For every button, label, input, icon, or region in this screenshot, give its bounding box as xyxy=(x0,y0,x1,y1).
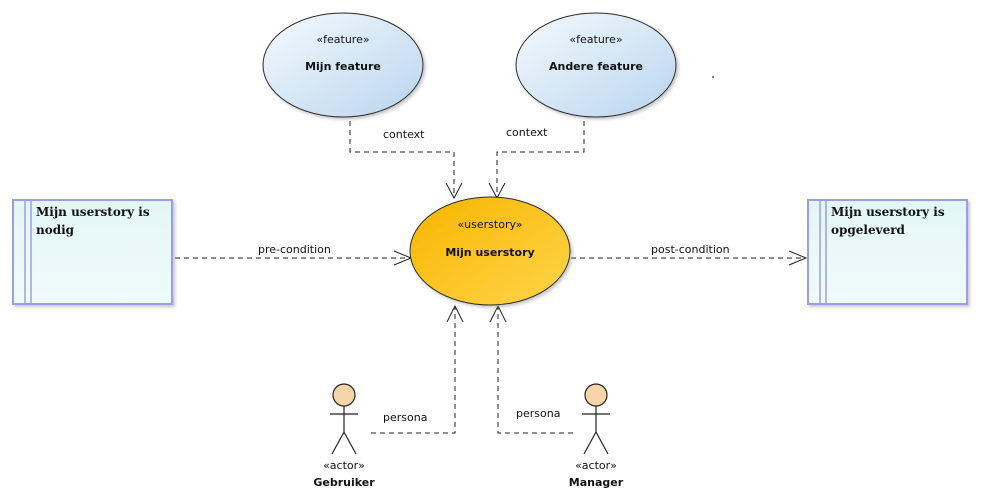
context-relation-left[interactable]: context xyxy=(349,121,463,200)
state-line-1: Mijn userstory is xyxy=(831,205,945,219)
actor-manager[interactable]: «actor» Manager xyxy=(569,383,624,489)
actor-gebruiker[interactable]: «actor» Gebruiker xyxy=(313,383,375,489)
userstory-mijn-userstory[interactable]: «userstory» Mijn userstory xyxy=(409,196,571,306)
feature-name: Andere feature xyxy=(549,60,643,73)
feature-stereotype: «feature» xyxy=(316,33,369,46)
state-userstory-nodig[interactable]: Mijn userstory is nodig xyxy=(12,199,173,305)
post-condition-relation[interactable]: post-condition xyxy=(571,243,808,266)
stick-figure-icon xyxy=(582,383,610,455)
persona-relation-left[interactable]: persona xyxy=(371,304,464,434)
actor-name: Manager xyxy=(569,476,624,489)
state-line-2: nodig xyxy=(36,223,75,237)
feature-stereotype: «feature» xyxy=(569,33,622,46)
stray-dot xyxy=(712,76,714,78)
actor-stereotype: «actor» xyxy=(323,459,365,472)
feature-mijn-feature[interactable]: «feature» Mijn feature xyxy=(262,12,424,118)
pre-condition-label: pre-condition xyxy=(258,243,331,256)
actor-stereotype: «actor» xyxy=(575,459,617,472)
persona-label-left: persona xyxy=(383,411,427,424)
persona-label-right: persona xyxy=(516,407,560,420)
stick-figure-icon xyxy=(330,383,358,455)
actor-name: Gebruiker xyxy=(313,476,375,489)
context-label-right: context xyxy=(506,126,548,139)
state-line-2: opgeleverd xyxy=(831,223,906,237)
context-relation-right[interactable]: context xyxy=(488,121,585,200)
post-condition-label: post-condition xyxy=(651,243,730,256)
feature-name: Mijn feature xyxy=(305,60,381,73)
pre-condition-relation[interactable]: pre-condition xyxy=(175,243,413,266)
state-line-1: Mijn userstory is xyxy=(36,205,150,219)
userstory-stereotype: «userstory» xyxy=(457,218,522,231)
state-userstory-opgeleverd[interactable]: Mijn userstory is opgeleverd xyxy=(807,199,968,305)
userstory-name: Mijn userstory xyxy=(445,246,534,259)
feature-andere-feature[interactable]: «feature» Andere feature xyxy=(515,12,677,118)
persona-relation-right[interactable]: persona xyxy=(489,304,573,434)
context-label-left: context xyxy=(383,128,425,141)
